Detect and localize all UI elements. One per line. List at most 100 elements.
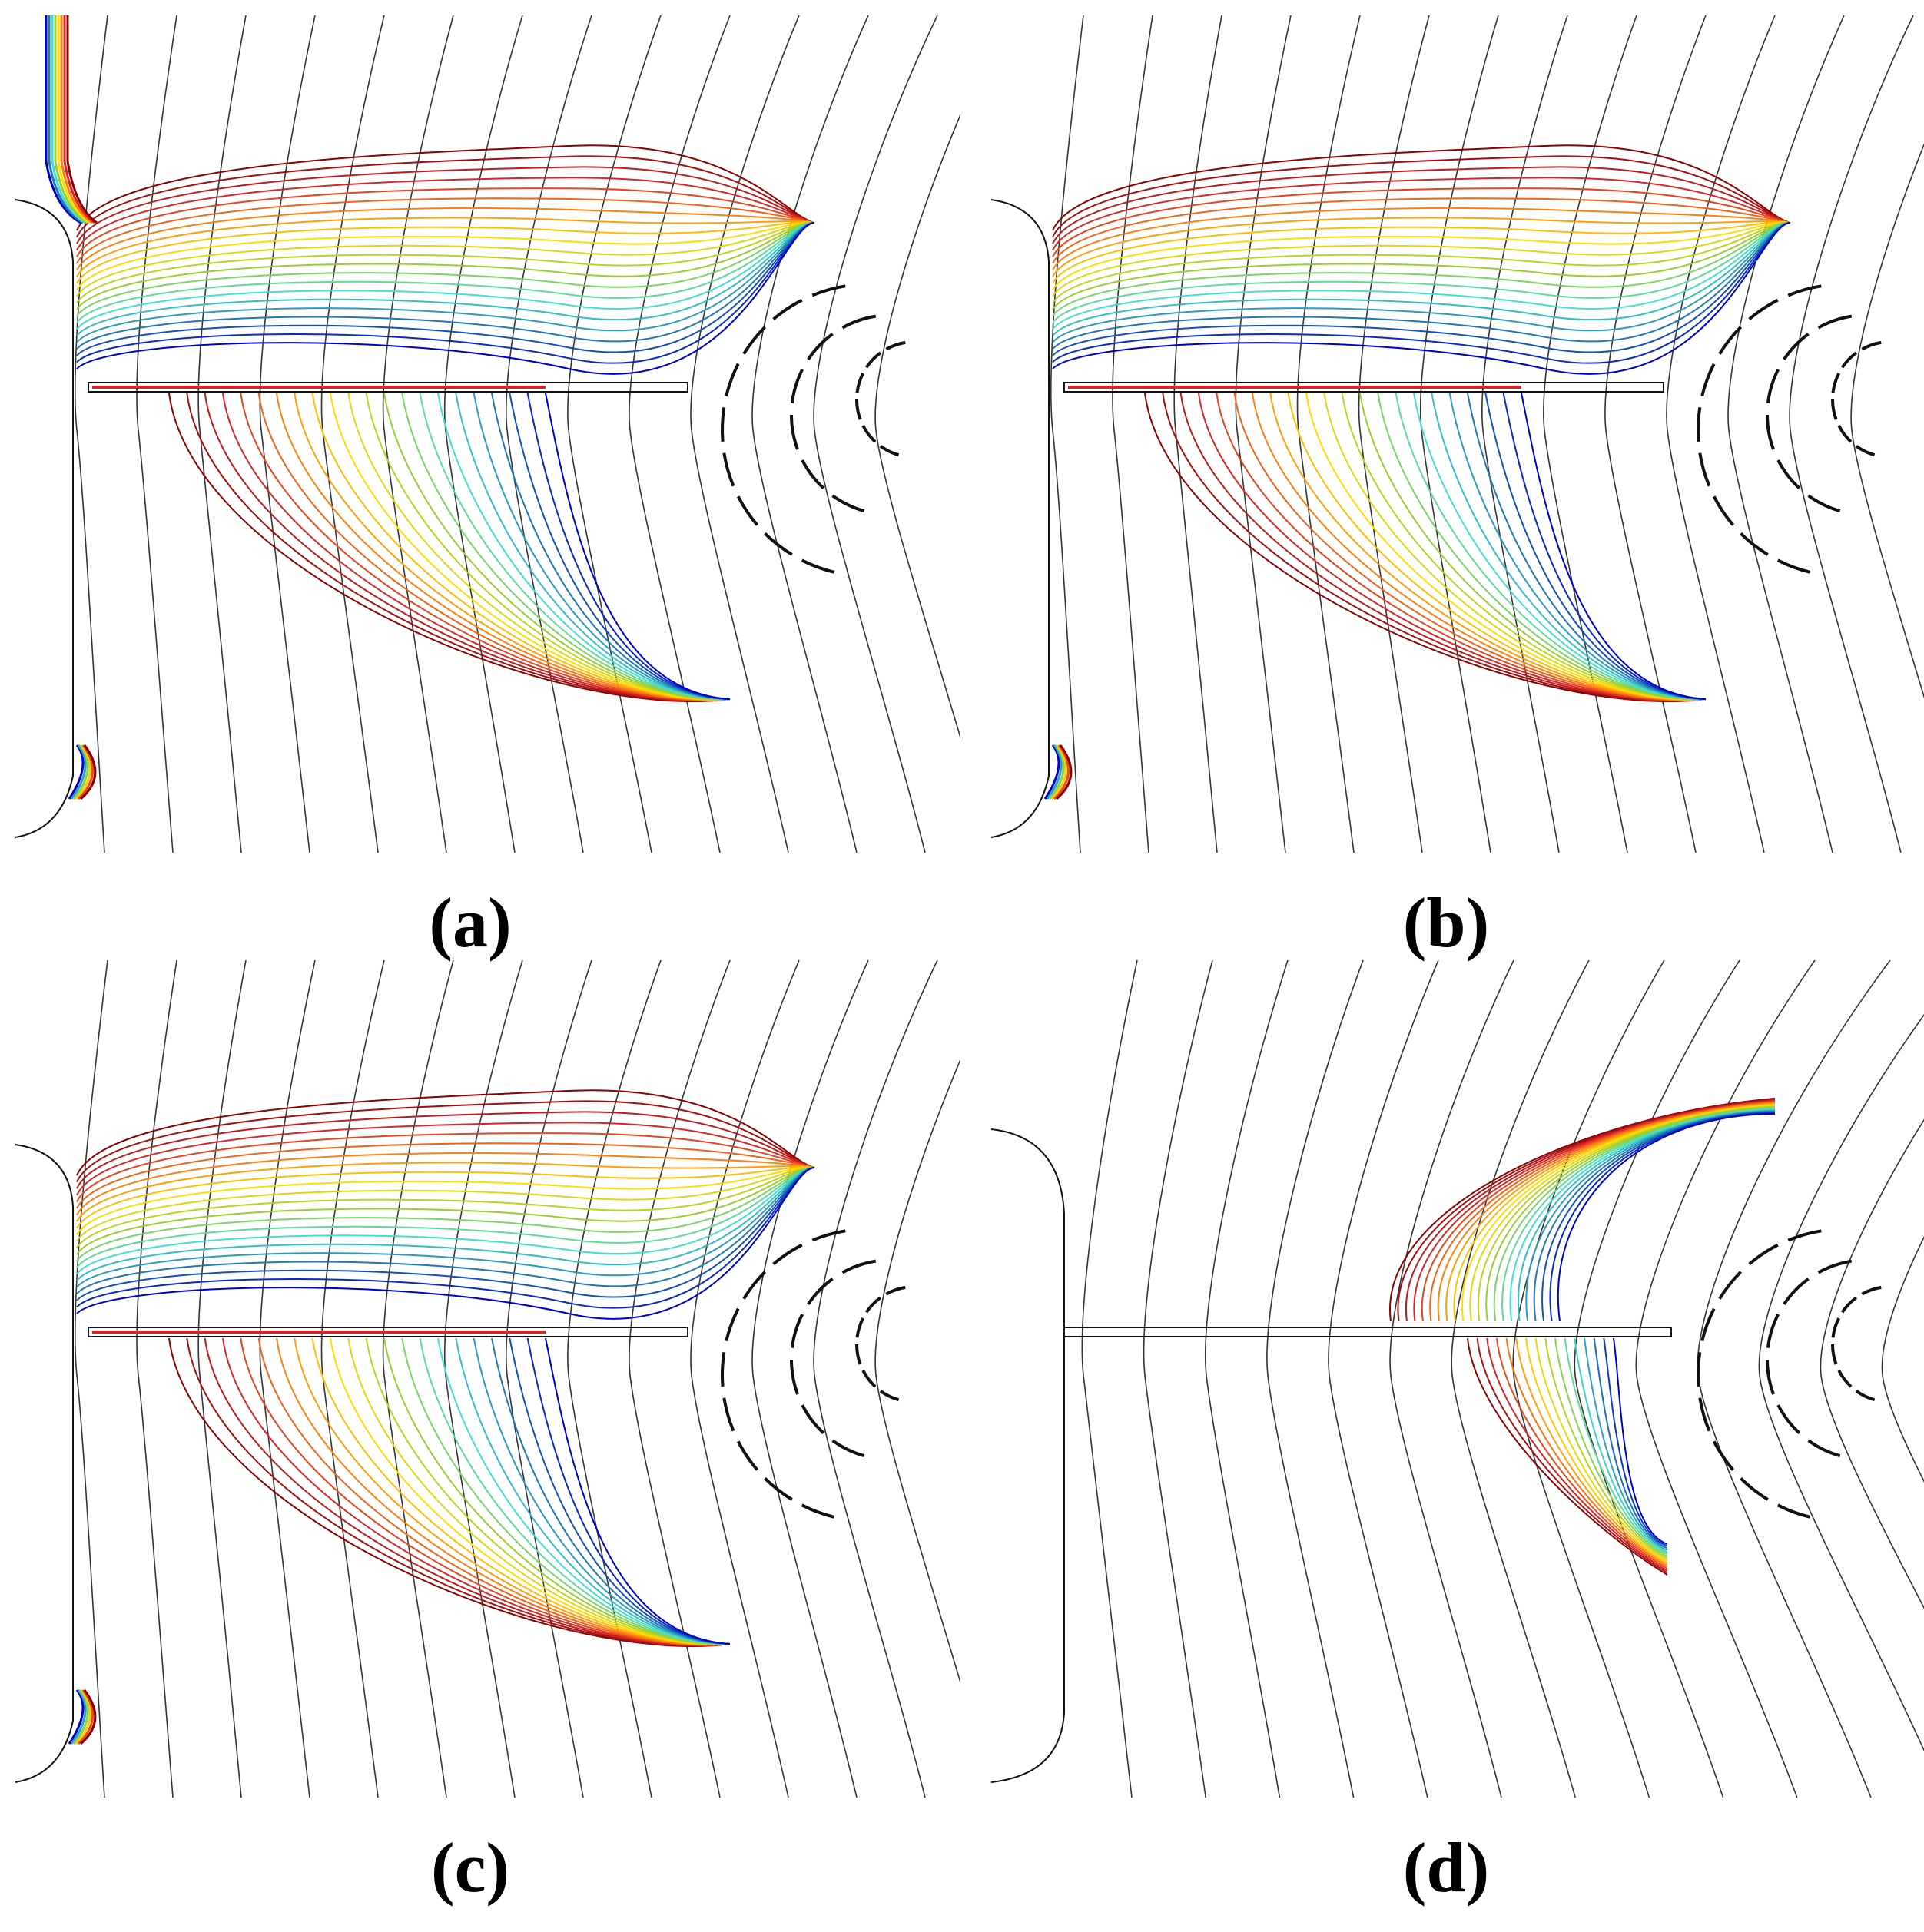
corner-contour <box>1043 744 1060 800</box>
contour-upper <box>1052 144 1791 231</box>
panel-b-label: (b) <box>1402 883 1490 962</box>
electrode-arc-segment <box>742 1271 767 1300</box>
electrode-arc-segment <box>885 340 906 351</box>
field-line <box>690 960 800 1798</box>
contour-upper <box>76 1142 815 1209</box>
contour-lower <box>347 1337 731 1645</box>
panel-a-label: (a) <box>429 883 512 962</box>
electrode-arc-segment <box>736 1440 759 1471</box>
contour-upper <box>76 166 815 244</box>
field-line <box>506 960 592 1798</box>
electrode-arc-segment <box>1855 1390 1876 1402</box>
electrode-arc-segment <box>801 1404 825 1434</box>
contour-upper <box>76 144 815 231</box>
contour-lower <box>383 393 731 701</box>
contour-upper <box>76 155 815 237</box>
contour-upper <box>76 1132 815 1202</box>
left-ridge-contour <box>45 15 81 224</box>
contour-lower <box>1341 393 1707 701</box>
field-line <box>874 113 960 740</box>
electrode-arc-segment <box>1748 298 1779 321</box>
electrode-arc-segment <box>789 414 799 450</box>
contour-upper <box>76 1166 815 1248</box>
contour-lower <box>1521 393 1707 700</box>
left-ridge-contour <box>63 15 95 224</box>
contour-lower <box>1486 1337 1668 1572</box>
electrode-arc-segment <box>1700 1307 1716 1342</box>
contour-upper <box>1397 1098 1776 1322</box>
contour-lower <box>1323 393 1707 701</box>
contour-lower <box>347 393 731 701</box>
contour-upper <box>76 1166 815 1309</box>
electrode-arc-segment <box>790 1314 804 1348</box>
contour-upper <box>76 207 815 270</box>
field-line <box>1328 960 1439 1798</box>
electrode-arc-segment <box>841 1259 877 1274</box>
contour-lower <box>1564 1337 1668 1556</box>
electrode-arc-segment <box>801 558 835 574</box>
contour-upper <box>1557 1113 1776 1322</box>
contour-upper <box>76 1166 815 1294</box>
contour-upper <box>76 1166 815 1242</box>
contour-lower <box>1305 393 1707 701</box>
contour-upper <box>76 221 815 323</box>
contour-upper <box>76 197 815 264</box>
contour-upper <box>76 221 815 336</box>
electrode-bar <box>88 1327 688 1337</box>
panel-d-label: (d) <box>1402 1828 1490 1907</box>
electrode-arc-segment <box>1831 373 1841 393</box>
contour-lower <box>276 393 731 701</box>
field-line <box>320 15 385 853</box>
electrode-arc-segment <box>764 532 793 556</box>
contour-lower <box>526 1337 731 1645</box>
contour-upper <box>1052 187 1791 257</box>
field-line <box>567 15 662 853</box>
corner-contour <box>1050 744 1067 800</box>
electrode-arc-segment <box>1837 1370 1853 1388</box>
corner-contour <box>72 1689 89 1745</box>
contour-lower <box>1467 1337 1668 1576</box>
field-line <box>1881 1236 1924 1483</box>
electrode-arc-segment <box>1776 1503 1811 1519</box>
field-line <box>629 15 731 853</box>
electrode-arc-segment <box>807 333 834 360</box>
contour-upper <box>76 1166 815 1268</box>
field-line <box>1512 960 1665 1798</box>
field-line <box>1296 15 1361 853</box>
field-line <box>136 15 177 853</box>
contour-upper <box>76 221 815 303</box>
contour-upper <box>76 177 815 251</box>
field-line <box>136 960 177 1798</box>
contour-upper <box>1052 221 1791 343</box>
electrode-arc-segment <box>1830 1344 1838 1365</box>
corner-contour <box>1048 744 1065 800</box>
electrode-arc-segment <box>1840 1296 1858 1314</box>
contour-lower <box>1233 393 1707 701</box>
contour-lower <box>1593 1337 1668 1549</box>
contour-upper <box>1052 177 1791 251</box>
field-line <box>259 960 316 1798</box>
field-line <box>382 15 454 853</box>
field-line <box>1358 15 1430 853</box>
contour-lower <box>257 393 731 701</box>
contour-upper <box>76 221 815 330</box>
field-line <box>506 15 592 853</box>
contour-upper <box>76 1111 815 1189</box>
contour-upper <box>76 1166 815 1281</box>
electrode-arc-segment <box>725 363 740 397</box>
electrode-arc-segment <box>1840 351 1858 369</box>
corner-contour <box>1056 744 1073 800</box>
contour-lower <box>437 1337 731 1645</box>
field-line <box>1604 15 1707 853</box>
field-line <box>1266 960 1364 1798</box>
field-line <box>1758 1013 1924 1752</box>
contour-lower <box>401 393 731 701</box>
left-boundary <box>15 1144 74 1783</box>
corner-contour <box>70 744 87 800</box>
contour-lower <box>1448 393 1707 700</box>
contour-upper <box>76 1152 815 1215</box>
contour-upper <box>1052 221 1791 290</box>
field-line <box>1143 960 1213 1798</box>
field-line <box>1789 15 1914 853</box>
panel-c <box>15 960 960 1805</box>
